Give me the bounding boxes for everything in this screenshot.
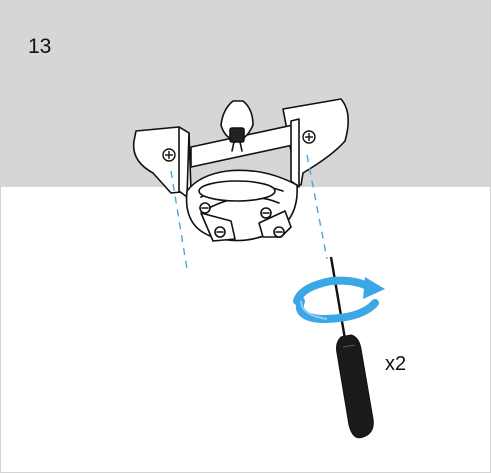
screw-icon bbox=[302, 130, 316, 144]
rotation-arrow-icon bbox=[293, 276, 385, 324]
quantity-label: x2 bbox=[385, 353, 407, 375]
screw-icon bbox=[162, 148, 176, 162]
mounting-bracket-icon bbox=[132, 98, 349, 242]
step-number: 13 bbox=[28, 35, 52, 58]
guide-line bbox=[170, 154, 328, 270]
screwdriver-icon bbox=[329, 256, 374, 439]
